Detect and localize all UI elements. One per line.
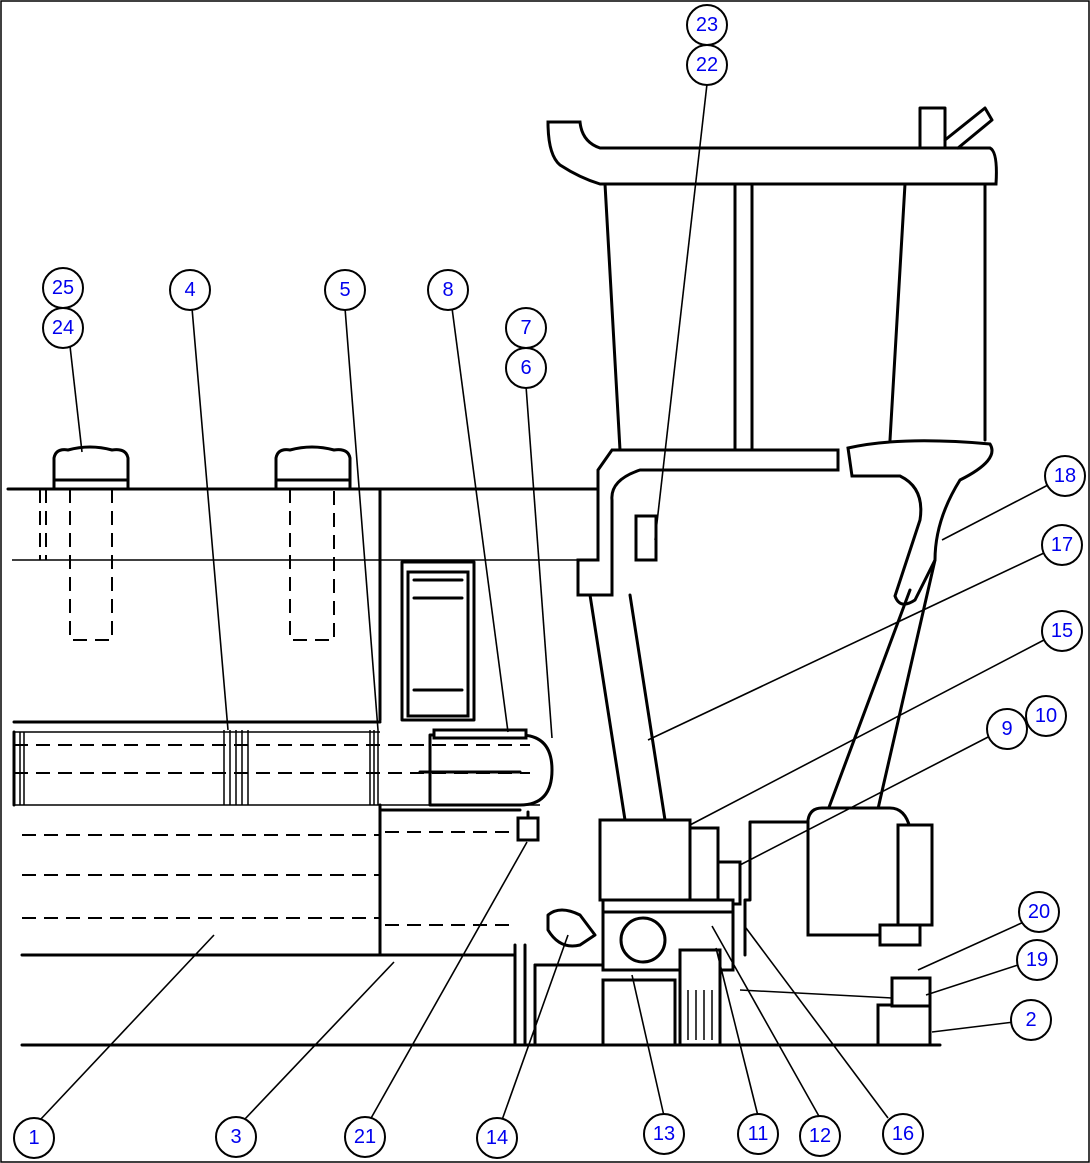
callout-number: 18 — [1054, 465, 1076, 487]
callout-24: 24 — [42, 307, 84, 349]
bearing-assembly — [533, 806, 934, 1047]
callout-15: 15 — [1041, 610, 1083, 652]
callout-23: 23 — [686, 4, 728, 46]
upper-case — [546, 106, 998, 452]
callout-number: 13 — [653, 1123, 675, 1145]
leader-lines — [39, 83, 1049, 1121]
callout-9: 9 — [986, 708, 1028, 750]
callout-number: 15 — [1051, 620, 1073, 642]
callout-number: 16 — [892, 1123, 914, 1145]
callout-11: 11 — [737, 1113, 779, 1155]
callout-16: 16 — [882, 1113, 924, 1155]
callout-7: 7 — [505, 307, 547, 349]
callout-19: 19 — [1016, 939, 1058, 981]
callout-6: 6 — [505, 347, 547, 389]
callout-number: 11 — [748, 1123, 769, 1145]
callout-20: 20 — [1018, 891, 1060, 933]
callout-number: 9 — [1001, 718, 1012, 740]
callout-number: 23 — [696, 14, 718, 36]
gear-body — [20, 810, 942, 1047]
callout-number: 20 — [1028, 901, 1050, 923]
callout-number: 1 — [28, 1127, 39, 1149]
callout-14: 14 — [476, 1117, 518, 1159]
callout-number: 10 — [1035, 705, 1057, 727]
callout-number: 8 — [442, 279, 453, 301]
callout-number: 3 — [230, 1126, 241, 1148]
callout-5: 5 — [324, 269, 366, 311]
callout-number: 6 — [520, 357, 531, 379]
callout-8: 8 — [427, 269, 469, 311]
callout-21: 21 — [344, 1116, 386, 1158]
callout-4: 4 — [169, 269, 211, 311]
callout-18: 18 — [1044, 455, 1086, 497]
callout-1: 1 — [13, 1117, 55, 1159]
callout-number: 25 — [52, 277, 74, 299]
callout-number: 17 — [1051, 534, 1073, 556]
bolt-heads — [52, 445, 352, 641]
callout-number: 24 — [52, 317, 74, 339]
callout-number: 12 — [809, 1125, 831, 1147]
callout-10: 10 — [1025, 695, 1067, 737]
oil-window — [400, 560, 476, 722]
shaft — [12, 720, 554, 957]
callout-number: 14 — [486, 1127, 508, 1149]
callout-17: 17 — [1041, 524, 1083, 566]
callout-13: 13 — [643, 1113, 685, 1155]
callout-12: 12 — [799, 1115, 841, 1157]
callout-22: 22 — [686, 44, 728, 86]
callout-25: 25 — [42, 267, 84, 309]
callout-number: 7 — [520, 317, 531, 339]
callout-number: 2 — [1025, 1009, 1036, 1031]
callout-number: 4 — [184, 279, 195, 301]
callout-number: 19 — [1026, 949, 1048, 971]
callout-number: 22 — [696, 54, 718, 76]
callout-number: 5 — [339, 279, 350, 301]
callout-number: 21 — [354, 1126, 376, 1148]
callout-2: 2 — [1010, 999, 1052, 1041]
callout-3: 3 — [215, 1116, 257, 1158]
